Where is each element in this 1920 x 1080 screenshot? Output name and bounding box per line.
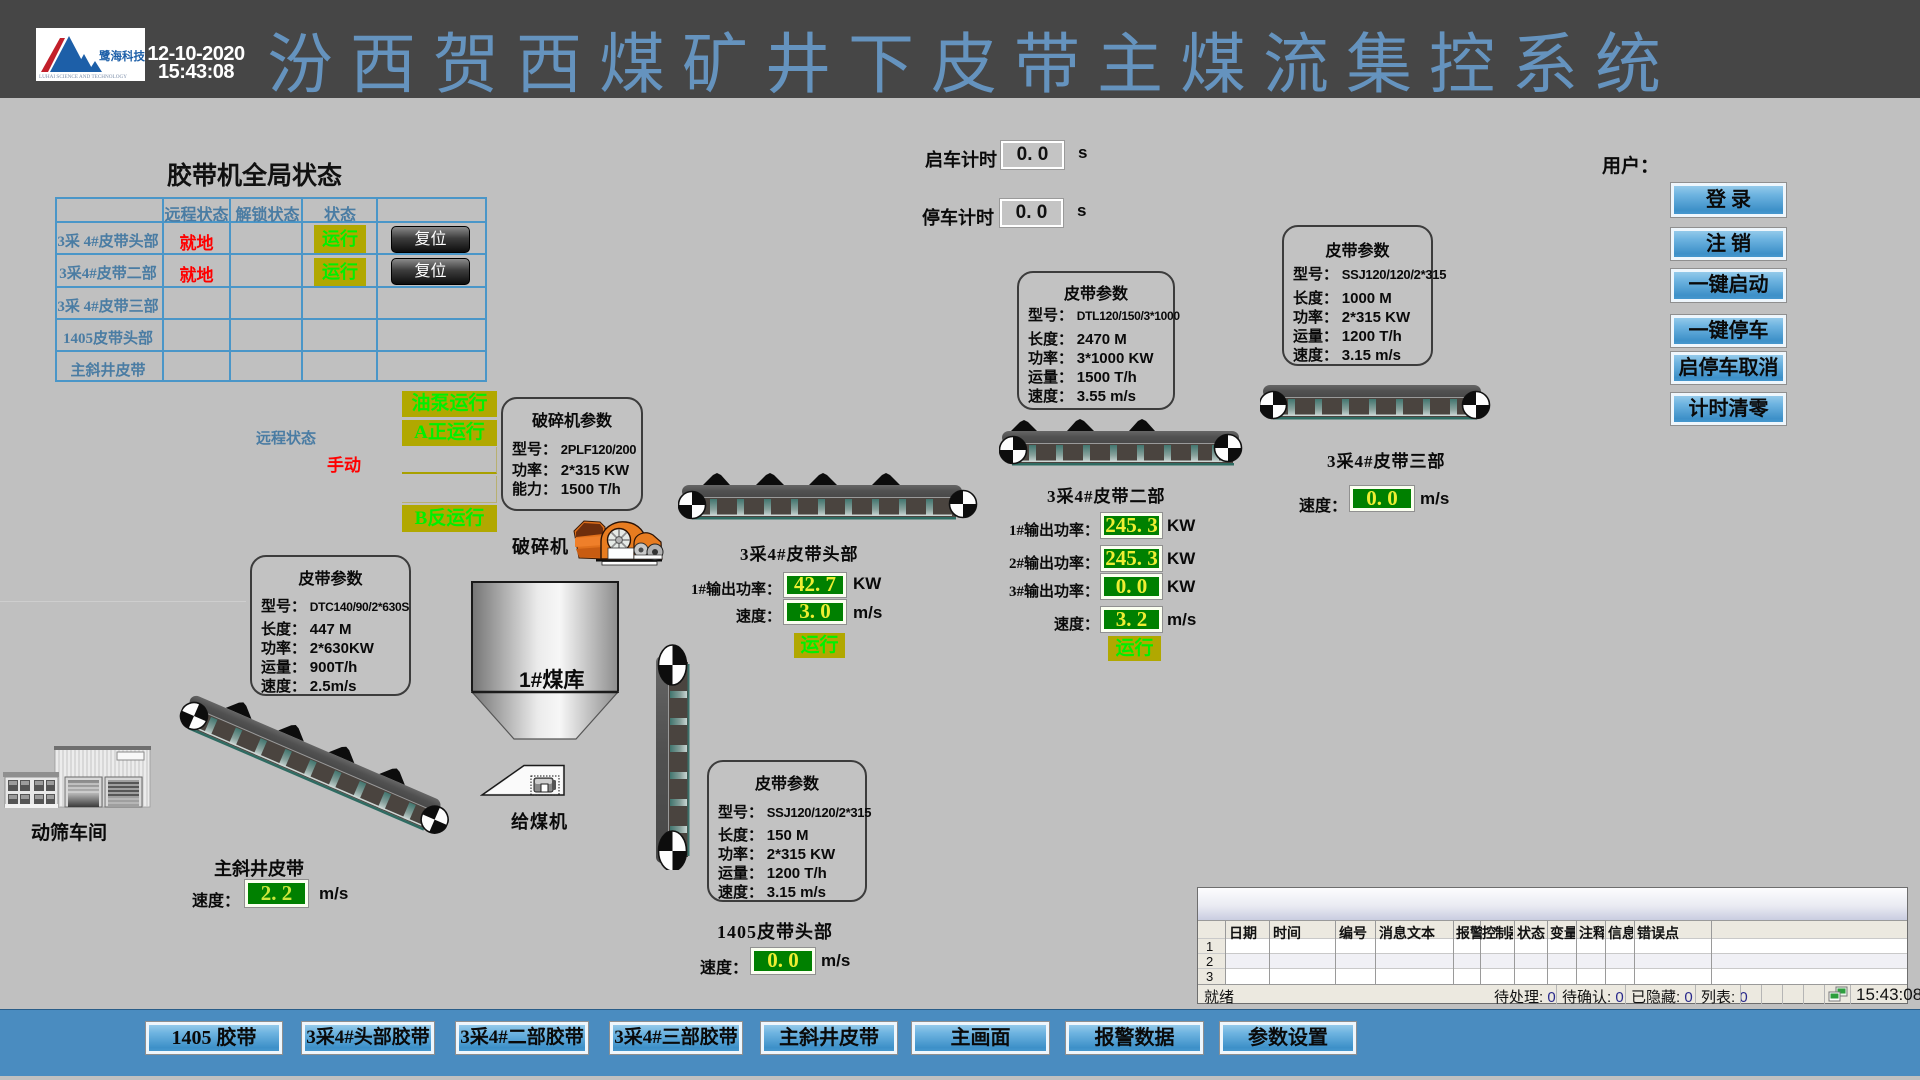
svg-text:鹭海科技: 鹭海科技: [99, 49, 145, 63]
svg-text:LUHAI SCIENCE AND TECHNOLOGY: LUHAI SCIENCE AND TECHNOLOGY: [39, 74, 127, 80]
